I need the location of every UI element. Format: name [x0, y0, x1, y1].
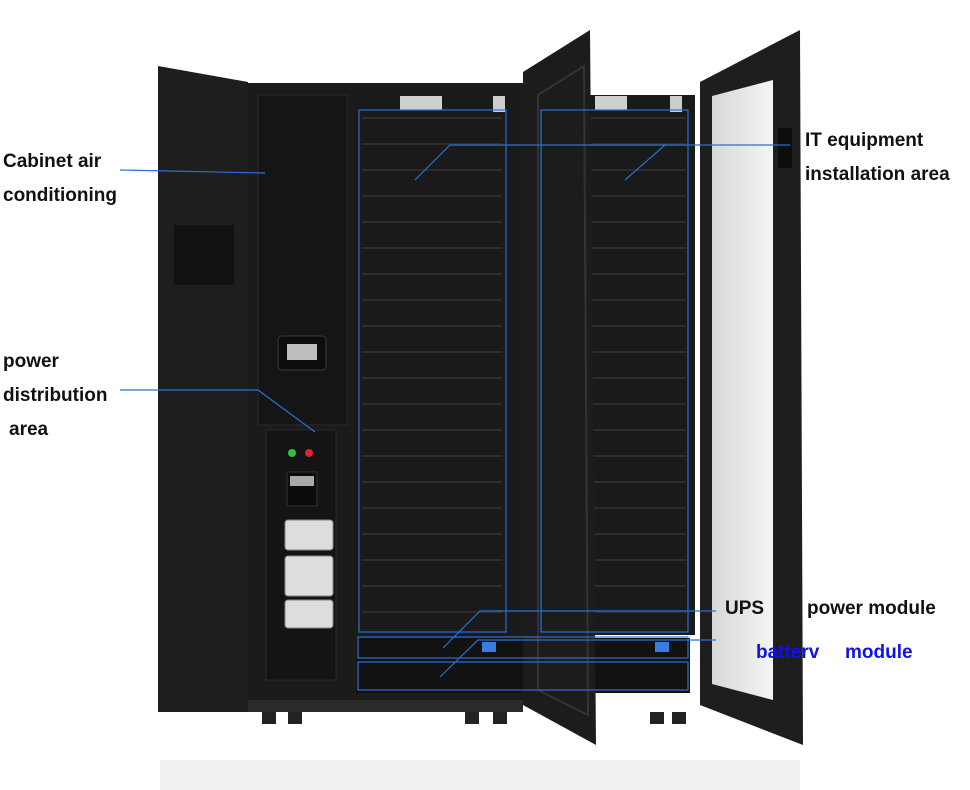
ups-display-1 [482, 642, 496, 652]
status-led-green [288, 449, 296, 457]
it-callout-line-right [624, 144, 666, 181]
ac-callout-line [119, 169, 266, 174]
air-conditioning-unit [257, 94, 348, 426]
label-power-module: power module [807, 598, 936, 619]
left-door [158, 66, 248, 712]
battery-callout-line [439, 639, 716, 678]
callout-lines [119, 144, 790, 678]
floor-reflection [160, 760, 800, 790]
label-air-conditioning: Cabinet air conditioning [3, 145, 117, 213]
it-callout-line-left [414, 144, 790, 181]
rack-left-blanking-panels [362, 117, 502, 613]
meter-display [290, 476, 314, 486]
status-led-red [305, 449, 313, 457]
label-battery: batterv [756, 642, 820, 663]
label-line: conditioning [3, 185, 117, 206]
label-line: IT equipment [805, 130, 924, 151]
rack-right-handle [595, 96, 627, 110]
area-outlines [357, 109, 689, 691]
pdu-callout-line [120, 389, 316, 433]
label-it-equipment: IT equipment installation area [805, 124, 950, 192]
label-line: distribution [3, 385, 108, 406]
rack-left-bracket [493, 96, 505, 112]
label-line: power [3, 351, 59, 372]
right-door-glass [712, 80, 773, 700]
left-door-handle-panel [174, 225, 234, 285]
it-area-outline-right [540, 109, 689, 633]
label-line: installation area [805, 164, 950, 185]
label-battery-module: module [845, 642, 913, 663]
ac-display [287, 344, 317, 360]
rack-left [355, 95, 520, 635]
label-line: Cabinet air [3, 151, 102, 172]
rack-right-bracket [670, 96, 682, 112]
it-area-outline-left [358, 109, 507, 633]
ups-display-3 [655, 642, 669, 652]
label-power-distribution: power distribution area [3, 345, 107, 447]
breaker-groups [284, 519, 334, 629]
ups-callout-line [442, 610, 716, 649]
power-distribution-unit [265, 429, 337, 681]
rack-left-handle [400, 96, 442, 110]
ups-outline [357, 636, 689, 659]
cabinet-base [248, 700, 523, 712]
label-line: area [9, 419, 49, 440]
casters [262, 712, 686, 724]
label-ups: UPS [725, 598, 765, 619]
right-door-handle [778, 128, 792, 168]
battery-outline [357, 661, 689, 691]
